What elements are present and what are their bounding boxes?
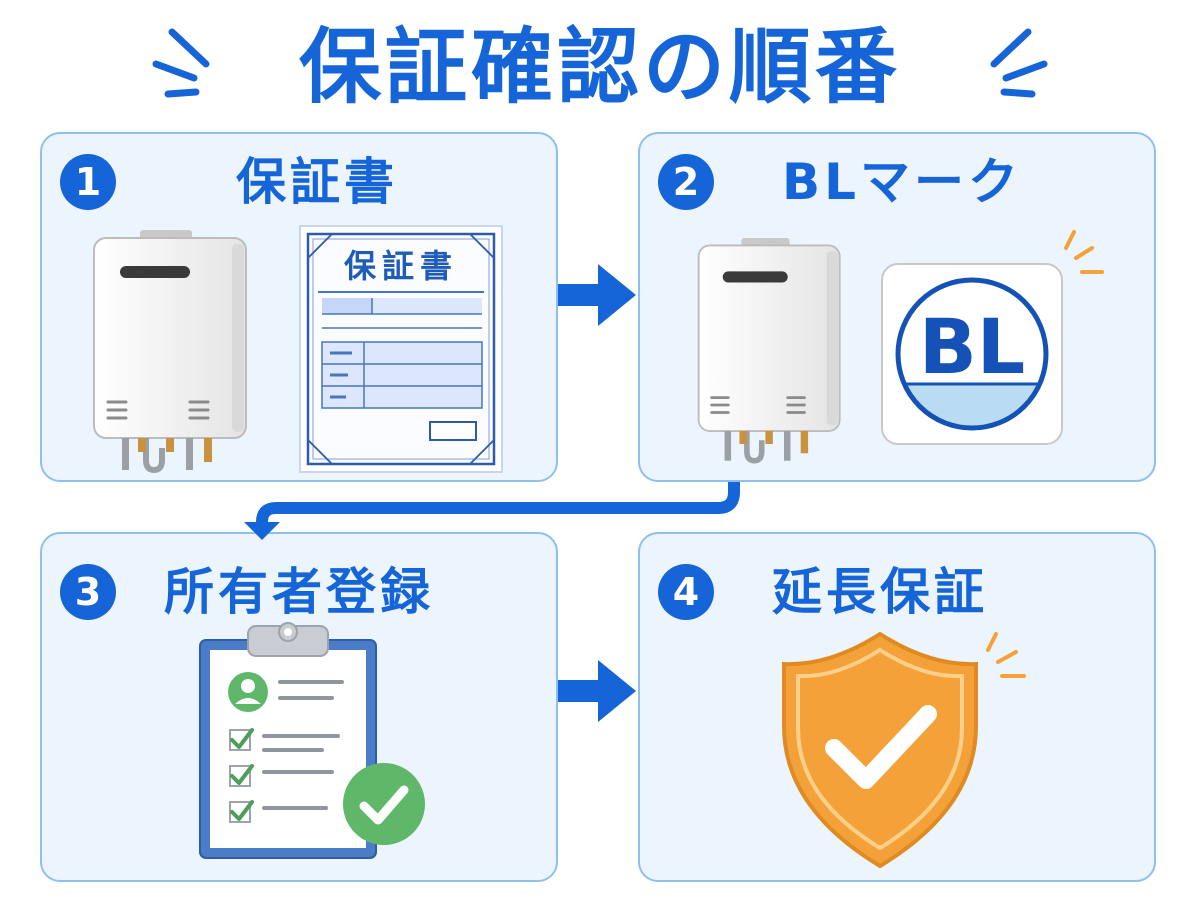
step-2-number: 2 — [658, 154, 714, 210]
step-2-title: BLマーク — [782, 153, 1022, 211]
step-4-panel: 4 延長保証 — [638, 532, 1156, 882]
page-title: 保証確認の順番 — [298, 20, 901, 115]
sparkle-icon — [986, 632, 1026, 678]
step-1-number: 1 — [60, 154, 116, 210]
step-3-panel: 3 所有者登録 — [40, 532, 558, 882]
step-4-number: 4 — [658, 564, 714, 620]
shield-check-icon — [782, 631, 978, 869]
connector-arrow-icon — [244, 482, 740, 540]
step-1-panel: 1 保証書 — [40, 132, 558, 482]
title-burst-right-icon — [990, 28, 1048, 98]
sparkle-icon — [1064, 230, 1104, 274]
bl-mark-text: BL — [918, 302, 1026, 391]
water-heater-icon — [697, 238, 841, 464]
title-burst-left-icon — [152, 28, 210, 98]
step-3-title: 所有者登録 — [164, 563, 434, 621]
arrow-right-icon — [558, 264, 636, 326]
certificate-icon: 保証書 — [298, 224, 504, 474]
step-3-number: 3 — [60, 564, 116, 620]
check-icon — [343, 763, 425, 845]
arrow-right-icon — [558, 660, 636, 722]
certificate-heading: 保証書 — [343, 247, 458, 285]
step-1-title: 保証書 — [236, 153, 398, 211]
bl-mark-icon: BL — [880, 262, 1064, 446]
clipboard-icon — [199, 622, 377, 859]
step-2-panel: 2 BLマーク — [638, 132, 1156, 482]
step-4-title: 延長保証 — [772, 563, 988, 621]
water-heater-icon — [93, 230, 247, 474]
